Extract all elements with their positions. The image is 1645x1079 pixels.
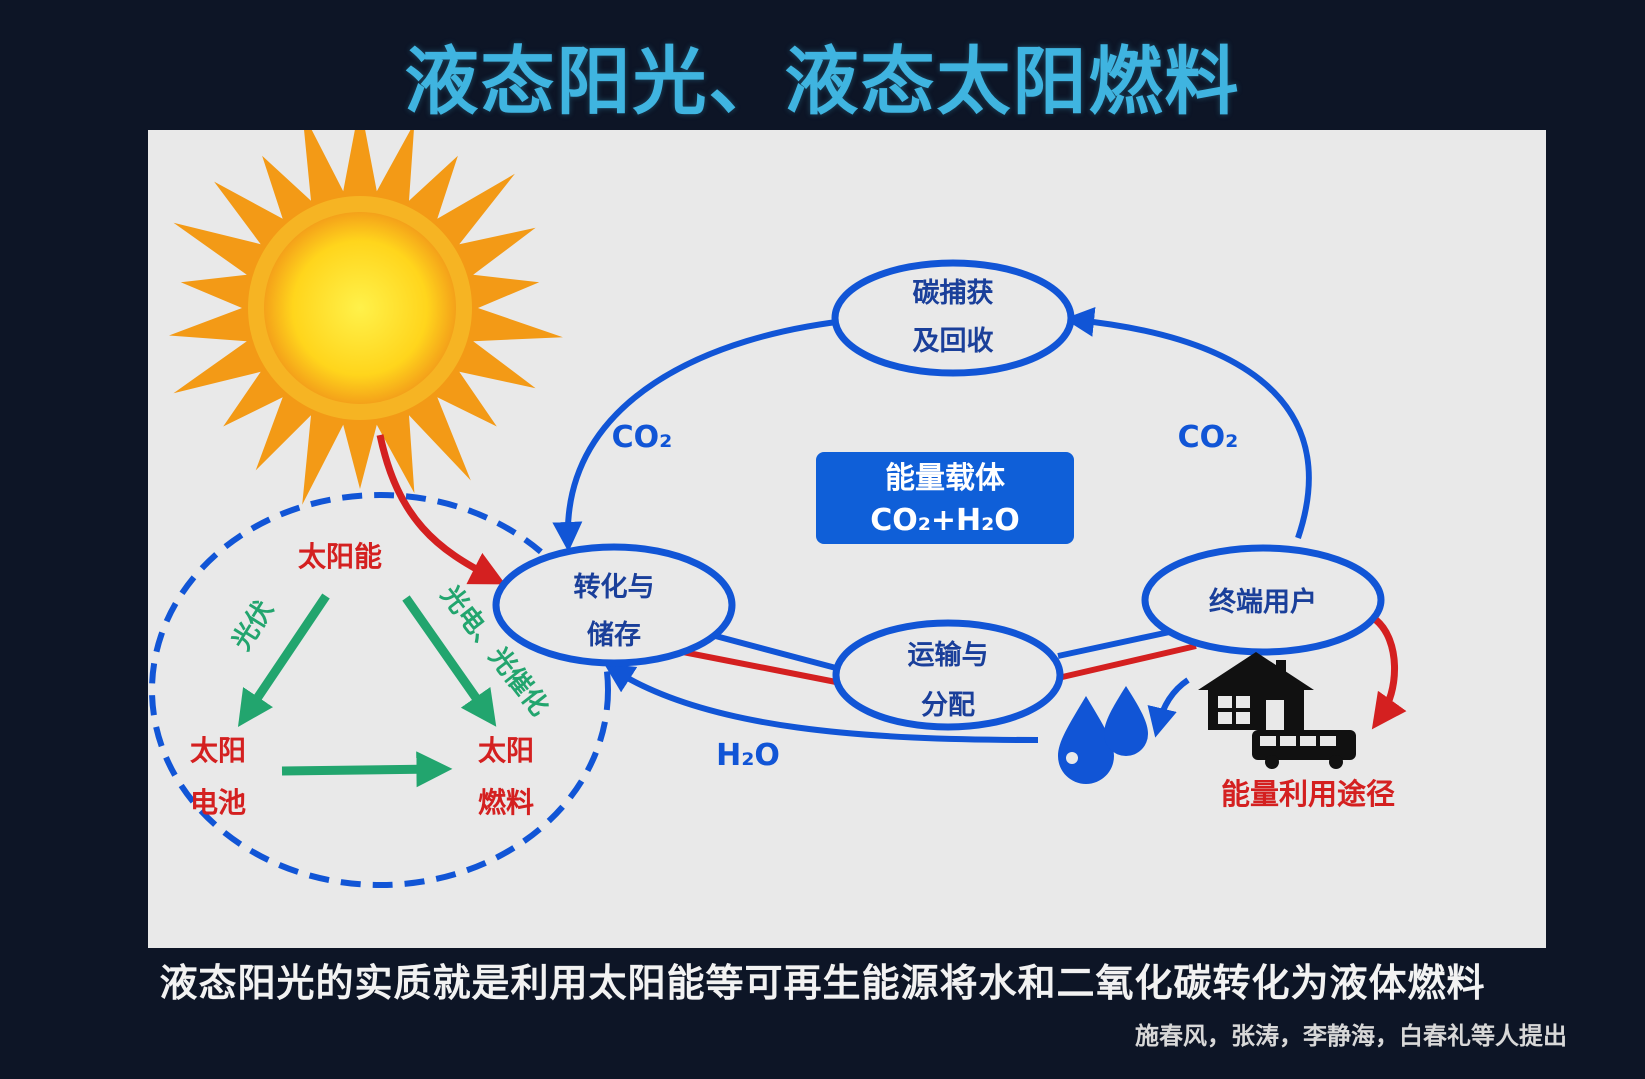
diagram-panel: 太阳能 光伏 光电、光催化 太阳 电池 太阳 燃料 碳捕获 及回收 转化与 储存… — [148, 130, 1546, 948]
battery-to-fuel-arrow — [281, 751, 453, 788]
carbon-capture-label-line1: 碳捕获 — [913, 278, 994, 309]
photovoltaic-label: 光伏 — [226, 596, 280, 657]
energy-carrier-label: 能量载体 — [885, 461, 1006, 496]
convert-storage-label-line2: 储存 — [587, 620, 641, 651]
solar-cell-label-line2: 电池 — [190, 786, 246, 819]
h2o-flow — [603, 663, 1039, 743]
convert-storage-label-line1: 转化与 — [574, 572, 655, 603]
water-drops-icon — [1058, 686, 1148, 784]
water-return-arrow — [1147, 677, 1190, 738]
h2o-label: H₂O — [716, 738, 780, 773]
co2-flow-right — [1064, 306, 1312, 539]
solar-fuel-label-line2: 燃料 — [478, 786, 534, 819]
slide-title: 液态阳光、液态太阳燃料 — [404, 39, 1241, 125]
energy-use-label: 能量利用途径 — [1221, 777, 1395, 811]
transport-distribution-node: 运输与 分配 — [832, 619, 1064, 731]
credits: 施春风，张涛，李静海，白春礼等人提出 — [1135, 1022, 1567, 1050]
bus-icon — [1252, 730, 1356, 769]
solar-energy-label: 太阳能 — [298, 540, 382, 573]
energy-carrier-box: 能量载体 CO₂+H₂O — [816, 452, 1074, 544]
solar-cell-label-line1: 太阳 — [190, 734, 246, 767]
transport-label-line1: 运输与 — [908, 639, 989, 671]
caption: 液态阳光的实质就是利用太阳能等可再生能源将水和二氧化碳转化为液体燃料 — [159, 961, 1486, 1005]
photocatalysis-arrow — [402, 595, 497, 727]
photovoltaic-arrow — [237, 593, 330, 727]
solar-fuel-label-line1: 太阳 — [478, 734, 534, 767]
carbon-capture-node: 碳捕获 及回收 — [831, 259, 1075, 377]
co2-label-left: CO₂ — [612, 420, 673, 455]
sunlight-arrow — [376, 434, 506, 585]
sun-icon — [169, 130, 563, 505]
liquid-sunshine-diagram: 太阳能 光伏 光电、光催化 太阳 电池 太阳 燃料 碳捕获 及回收 转化与 储存… — [149, 130, 1407, 888]
transport-label-line2: 分配 — [921, 690, 975, 721]
co2-flow-left — [552, 317, 855, 552]
co2-label-right: CO₂ — [1178, 420, 1239, 455]
house-icon — [1198, 652, 1314, 730]
end-user-label: 终端用户 — [1209, 586, 1317, 618]
convert-storage-node: 转化与 储存 — [492, 543, 736, 667]
end-user-node: 终端用户 — [1141, 544, 1385, 656]
carbon-capture-label-line2: 及回收 — [913, 326, 994, 357]
energy-use-arrow — [1371, 617, 1407, 730]
energy-carrier-formula: CO₂+H₂O — [870, 503, 1020, 538]
